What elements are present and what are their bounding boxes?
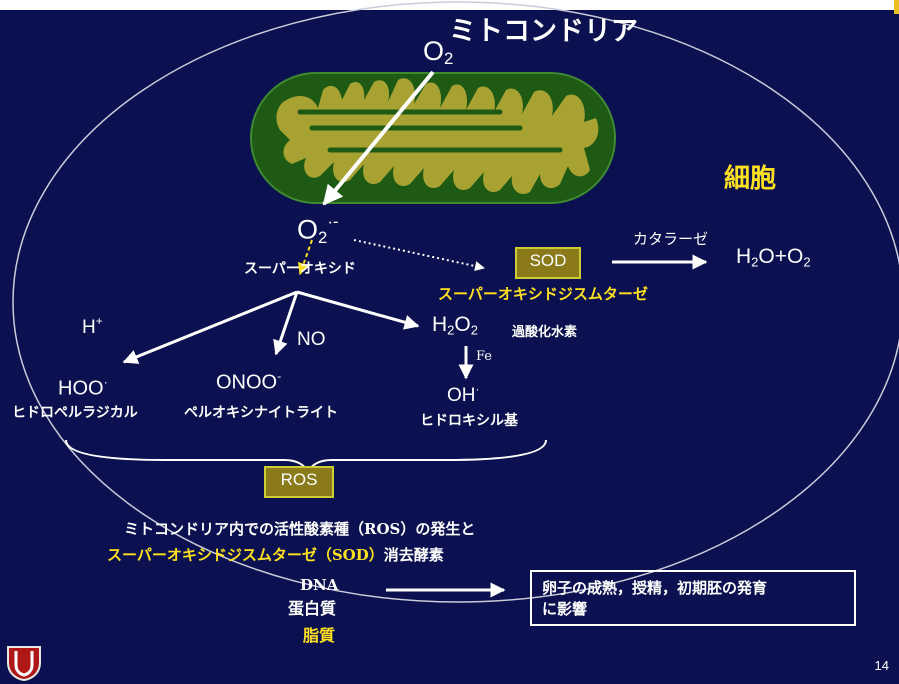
arrow-to-hoo xyxy=(122,290,298,364)
page-number: 14 xyxy=(874,658,889,673)
result-line-2: に影響 xyxy=(542,600,588,618)
water-oxygen-product: H2O+O2 xyxy=(736,245,811,270)
hoo-name: ヒドロペルラジカル xyxy=(12,405,138,421)
superoxide-formula: O2·- xyxy=(297,212,339,247)
arrow-superoxide-to-sod xyxy=(353,239,485,271)
arrow-o2-to-superoxide xyxy=(322,70,435,206)
sod-box: SOD xyxy=(515,247,581,279)
cell-label: 細胞 xyxy=(724,164,777,194)
arrow-to-onoo xyxy=(273,291,299,356)
caption-line-2: スーパーオキシドジスムターゼ（SOD）消去酵素 xyxy=(107,546,444,564)
onoo-anion: ONOO- xyxy=(216,369,282,394)
arrow-to-h2o2 xyxy=(296,290,420,330)
oh-radical: OH· xyxy=(447,383,480,407)
hydrogen-ion: H+ xyxy=(82,315,103,339)
oh-name: ヒドロキシル基 xyxy=(420,413,518,429)
cell-boundary xyxy=(12,1,899,603)
caption-line-1: ミトコンドリア内での活性酸素種（ROS）の発生と xyxy=(124,520,476,538)
nitric-oxide: NO xyxy=(297,329,326,350)
hoo-radical: HOO· xyxy=(58,375,108,400)
superoxide-name: スーパーオキシド xyxy=(244,261,356,277)
result-line-1: 卵子の成熟，授精，初期胚の発育 xyxy=(542,579,768,597)
university-logo xyxy=(7,646,41,681)
h2o2-formula: H2O2 xyxy=(432,313,479,338)
top-white-band xyxy=(0,0,899,10)
iron-label: Fe xyxy=(476,349,493,364)
slide-title: ミトコンドリア xyxy=(449,16,638,47)
target-lipid: 脂質 xyxy=(303,626,336,645)
mitochondrion xyxy=(250,72,616,204)
ros-box: ROS xyxy=(264,466,334,498)
arrow-superoxide-to-products xyxy=(297,239,313,276)
corner-mark xyxy=(894,0,899,14)
catalase-label: カタラーゼ xyxy=(633,231,709,248)
oxygen-top: O2 xyxy=(423,36,454,69)
sod-full-name: スーパーオキシドジスムターゼ xyxy=(438,285,648,303)
result-box: 卵子の成熟，授精，初期胚の発育 に影響 xyxy=(530,570,856,626)
onoo-name: ペルオキシナイトライト xyxy=(184,405,338,421)
target-protein: 蛋白質 xyxy=(288,599,337,618)
h2o2-name: 過酸化水素 xyxy=(512,325,578,340)
target-dna: DNA xyxy=(300,576,339,594)
